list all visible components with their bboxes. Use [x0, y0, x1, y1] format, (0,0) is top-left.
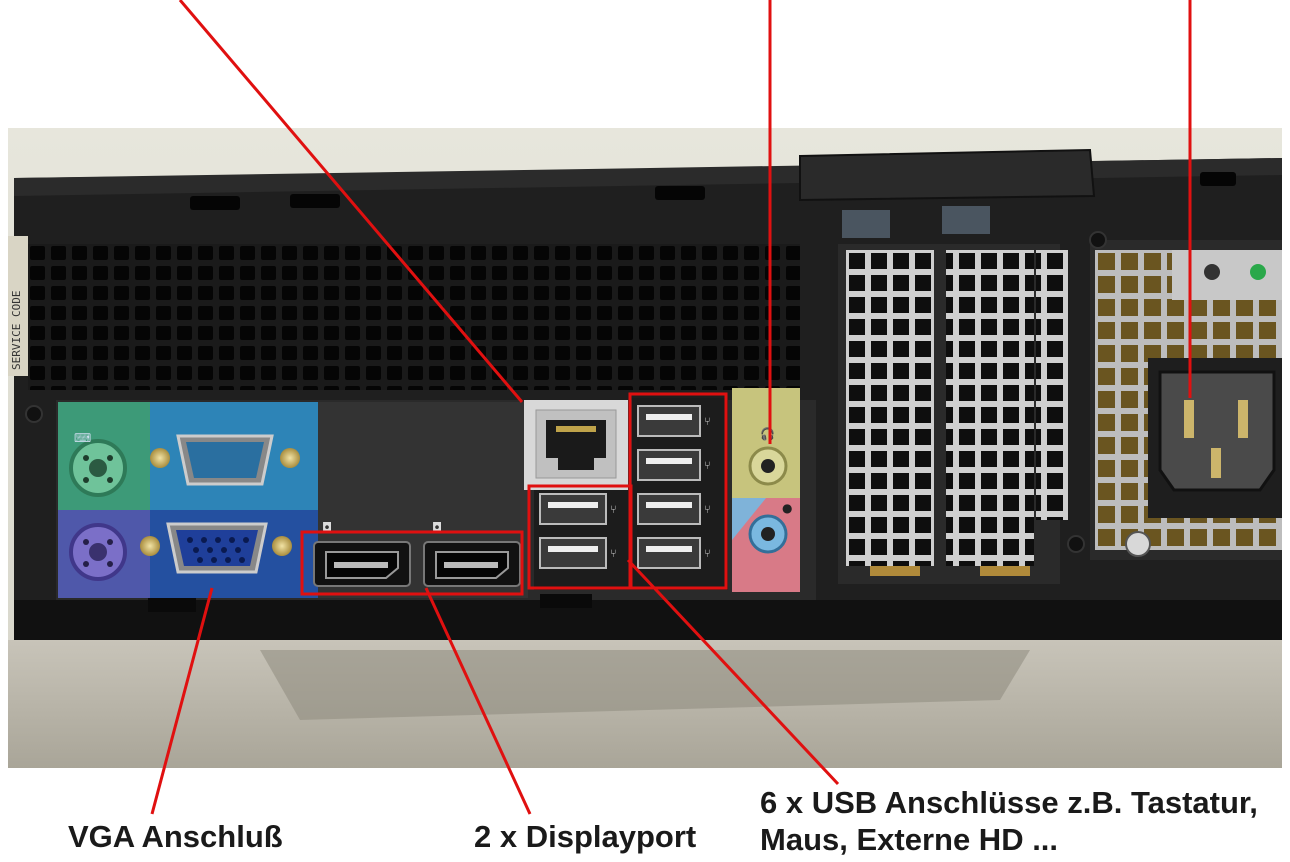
- usb-caption-line-2: Maus, Externe HD ...: [760, 822, 1059, 857]
- displayport-1: [313, 541, 411, 587]
- headphone-symbol-icon: 🎧: [760, 427, 775, 441]
- displayport-2: [423, 541, 521, 587]
- expansion-slot-covers: [838, 244, 1068, 584]
- usb-symbol-icon-4: ⑂: [704, 547, 711, 560]
- ventilation-grid: [28, 244, 800, 390]
- microphone-symbol-icon: ●: [782, 501, 792, 515]
- displayport-caption: 2 x Displayport: [474, 819, 697, 854]
- displayport-symbol-icon-2: ◘: [432, 521, 442, 536]
- usb-highlight-box-2: [628, 392, 728, 590]
- annotation-boxes: [300, 392, 728, 596]
- service-tag-label: SERVICE CODE: [8, 236, 28, 376]
- screw: [1089, 231, 1107, 249]
- vga-pointer-line: [150, 587, 214, 815]
- usb-symbol-icon-2: ⑂: [704, 459, 711, 472]
- service-code-text: SERVICE CODE: [10, 291, 23, 370]
- vga-port: [140, 522, 292, 574]
- keyboard-symbol-icon: ⌨: [74, 431, 91, 445]
- annotation-lines: [150, 0, 1192, 815]
- shadow: [260, 650, 1030, 720]
- usb-pointer-line: [626, 558, 840, 786]
- power-supply: [1090, 240, 1282, 560]
- usb-ports: ⑂ ⑂ ⑂ ⑂ ⑂ ⑂: [534, 398, 728, 590]
- network-pointer-line: [178, 0, 524, 403]
- displayport-symbol-icon: ◘: [322, 521, 332, 536]
- usb-caption: 6 x USB Anschlüsse z.B. Tastatur, Maus, …: [760, 784, 1258, 858]
- network-port: [524, 400, 628, 490]
- vga-caption: VGA Anschluß: [68, 819, 283, 854]
- audio-panel: 🎧 ●: [732, 388, 800, 592]
- displayport-pointer-line: [424, 587, 532, 815]
- ps2-mouse-port: [69, 523, 127, 581]
- screw: [25, 405, 43, 423]
- bottom-foot: [148, 598, 196, 612]
- screw: [1067, 535, 1085, 553]
- usb-symbol-icon-3: ⑂: [704, 503, 711, 516]
- usb-symbol-icon-6: ⑂: [610, 547, 617, 560]
- serial-port: [150, 434, 300, 486]
- usb-caption-line-1: 6 x USB Anschlüsse z.B. Tastatur,: [760, 785, 1258, 820]
- bottom-foot: [540, 594, 592, 608]
- usb-symbol-icon: ⑂: [704, 415, 711, 428]
- ps2-keyboard-port: [69, 439, 127, 497]
- usb-symbol-icon-5: ⑂: [610, 503, 617, 516]
- displayport-highlight-box: [300, 530, 524, 596]
